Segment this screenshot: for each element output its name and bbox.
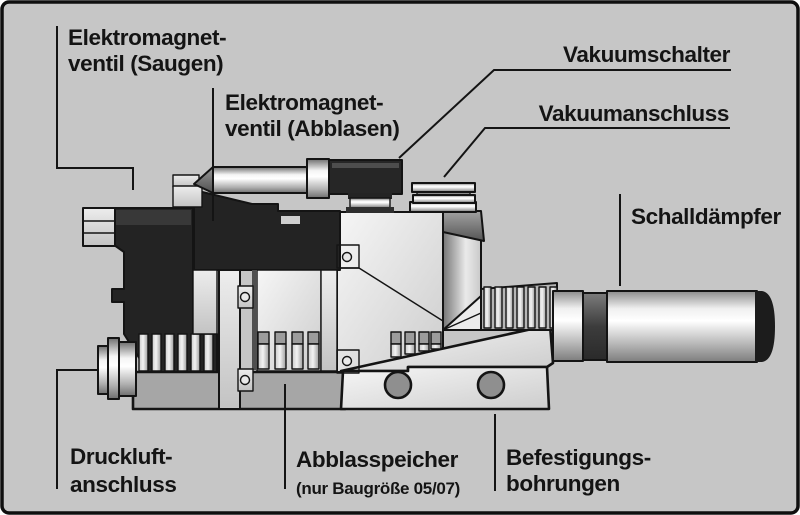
label-blowoff-reservoir-line1: Abblasspeicher <box>296 447 459 472</box>
leader-solenoid-suction <box>56 26 134 190</box>
screw-hole-tower-upper <box>341 251 353 263</box>
screw-hole-strip-lower <box>239 374 251 386</box>
pilot-cylinder <box>212 166 308 194</box>
vacuum-generator-illustration <box>82 158 775 411</box>
label-vacuum-switch: Vakuumschalter <box>563 42 731 67</box>
body-panel-left <box>192 269 218 335</box>
label-solenoid-blowoff-line1: Elektromagnet- <box>225 90 383 115</box>
label-vacuum-port: Vakuumanschluss <box>539 101 729 126</box>
leader-lines <box>56 26 731 491</box>
vacuum-switch-base <box>346 207 394 213</box>
leader-air-supply <box>56 369 99 489</box>
mounting-plate <box>339 365 551 411</box>
screw-hole-tower-lower <box>341 355 353 367</box>
vacuum-port-disc2 <box>412 194 476 204</box>
label-air-supply-line1: Druckluft- <box>70 444 172 469</box>
labels: Elektromagnet- ventil (Saugen) Elektroma… <box>68 25 782 498</box>
label-silencer: Schalldämpfer <box>631 204 781 229</box>
leader-vacuum-switch <box>398 69 731 159</box>
pilot-cylinder-nut <box>306 158 330 199</box>
body-strip-center <box>218 269 241 410</box>
label-solenoid-blowoff-line2: ventil (Abblasen) <box>225 116 399 141</box>
compressed-air-fitting <box>97 337 137 400</box>
silencer-end-cap <box>755 291 775 362</box>
vacuum-switch-neck <box>348 193 392 199</box>
screw-hole-strip-upper <box>239 291 251 303</box>
silencer-neck <box>552 290 584 362</box>
mounting-hole-right <box>476 370 506 400</box>
fin-group-mid <box>257 331 320 370</box>
pilot-bracket-leg <box>172 185 203 208</box>
panel-seam <box>252 270 257 370</box>
silencer <box>552 290 775 363</box>
label-blowoff-reservoir-line2: (nur Baugröße 05/07) <box>296 479 460 498</box>
label-solenoid-suction-line2: ventil (Saugen) <box>68 51 223 76</box>
blowoff-valve-notch <box>281 216 300 224</box>
screw-pocket-lower <box>336 349 360 374</box>
suction-valve-top-facet <box>109 210 191 225</box>
suction-valve-connector <box>82 207 116 247</box>
body-panel-edge <box>320 269 338 372</box>
vacuum-port-fitting <box>409 182 485 242</box>
label-solenoid-suction-line1: Elektromagnet- <box>68 25 226 50</box>
vacuum-port-disc1 <box>411 182 476 193</box>
diffuser-ribs <box>483 286 558 329</box>
screw-pocket-upper <box>336 244 360 269</box>
solenoid-valve-blowoff-body <box>193 189 341 271</box>
label-mounting-holes-line1: Befestigungs- <box>506 445 651 470</box>
vacuum-switch <box>328 159 403 213</box>
silencer-cylinder <box>606 290 758 363</box>
elbow-wedge-line <box>442 312 482 331</box>
fin-group-right <box>390 331 442 358</box>
leader-vacuum-port <box>443 127 730 178</box>
label-mounting-holes-line2: bohrungen <box>506 471 620 496</box>
vacuum-switch-ring <box>349 197 391 209</box>
label-air-supply-line2: anschluss <box>70 472 176 497</box>
mounting-hole-left <box>383 370 413 400</box>
vacuum-switch-highlight <box>332 163 399 168</box>
silencer-ring <box>582 292 608 361</box>
